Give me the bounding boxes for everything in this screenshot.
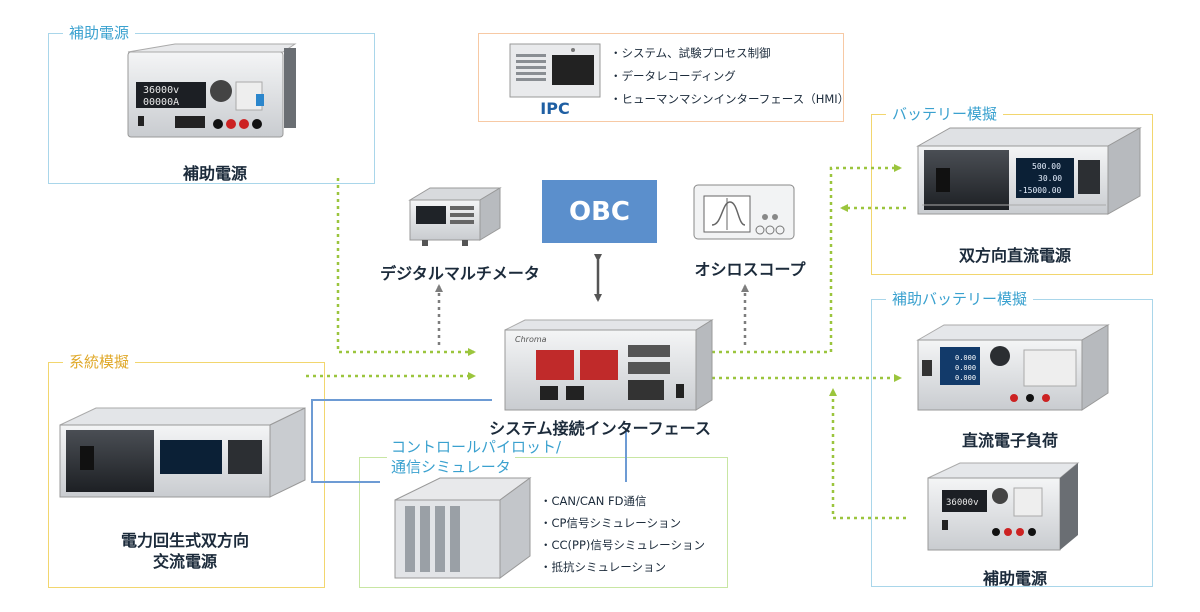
- controller-bullet: ・CC(PP)信号シミュレーション: [540, 538, 705, 552]
- dmm-device: [408, 187, 502, 246]
- aux-power-top-box-title: 補助電源: [63, 23, 136, 43]
- dc-load-device: [916, 324, 1110, 411]
- aux-power-top-box: 補助電源: [48, 23, 375, 184]
- controller-box-title-line2: 通信シミュレータ: [387, 456, 515, 477]
- aux-power-top-device: [127, 43, 297, 138]
- aux-battery-sim-box-title: 補助バッテリー模擬: [886, 289, 1034, 309]
- dc-load-label: 直流電子負荷: [961, 431, 1058, 450]
- battery-reading-2: 30.00: [1038, 174, 1062, 183]
- aux-battery-sim-box: 補助バッテリー模擬: [871, 289, 1153, 587]
- battery-reading-3: -15000.00: [1018, 186, 1062, 195]
- obc-block: OBC: [542, 180, 657, 243]
- grid-sim-label-line1: 電力回生式双方向: [120, 531, 249, 550]
- ipc-bullet: ・データレコーディング: [610, 69, 736, 83]
- battery-sim-box: バッテリー模擬: [871, 104, 1153, 275]
- ac-power-device: [59, 407, 306, 498]
- system-interface-label: システム接続インターフェース: [489, 419, 711, 438]
- aux-bottom-to-interface-arrow: [829, 388, 906, 520]
- grid-sim-box: 系統模擬: [48, 352, 325, 588]
- load-reading-2: 0.000: [955, 364, 976, 372]
- system-interface-device: [504, 319, 714, 411]
- aux-bottom-display: 36000v: [946, 498, 979, 508]
- load-reading-1: 0.000: [955, 354, 976, 362]
- dmm-label: デジタルマルチメータ: [380, 264, 540, 283]
- system-interface-brand: Chroma: [515, 335, 547, 344]
- aux-top-to-interface-arrow: [336, 178, 476, 356]
- oscilloscope-device: [693, 184, 795, 240]
- ipc-bullet: ・ヒューマンマシンインターフェース（HMI）: [610, 92, 850, 106]
- aux-power-bottom-label: 補助電源: [982, 569, 1047, 588]
- controller-bullet: ・CP信号シミュレーション: [540, 516, 682, 530]
- ipc-bullet: ・システム、試験プロセス制御: [610, 46, 771, 60]
- aux-top-display-1: 36000v: [143, 85, 179, 96]
- grid-sim-label-line2: 交流電源: [152, 552, 217, 571]
- battery-sim-box-title: バッテリー模擬: [886, 104, 1004, 124]
- controller-bullets: ・CAN/CAN FD通信 ・CP信号シミュレーション ・CC(PP)信号シミュ…: [540, 490, 705, 578]
- bidirectional-dc-device: [916, 127, 1142, 215]
- load-reading-3: 0.000: [955, 374, 976, 382]
- controller-bullet: ・抵抗シミュレーション: [540, 560, 667, 574]
- green-arrows: [306, 164, 906, 520]
- oscilloscope-label: オシロスコープ: [694, 260, 806, 279]
- aux-top-display-2: 00000A: [143, 97, 179, 108]
- aux-power-top-label: 補助電源: [182, 164, 247, 183]
- ipc-bullets: ・システム、試験プロセス制御 ・データレコーディング ・ヒューマンマシンインター…: [610, 42, 849, 111]
- battery-sim-label: 双方向直流電源: [958, 246, 1071, 265]
- aux-power-bottom-device: [927, 462, 1080, 551]
- controller-box-title-line1: コントロールパイロット/: [387, 436, 566, 457]
- controller-bullet: ・CAN/CAN FD通信: [540, 494, 647, 508]
- interface-controller-line: [311, 399, 627, 483]
- controller-box: [359, 457, 728, 588]
- grid-sim-box-title: 系統模擬: [63, 352, 136, 372]
- controller-device: [394, 477, 532, 579]
- battery-reading-1: 500.00: [1032, 162, 1061, 171]
- interface-to-battery-arrow: [712, 164, 902, 354]
- ipc-label: IPC: [540, 99, 570, 118]
- ipc-device: [509, 43, 601, 98]
- ipc-box: [478, 33, 844, 122]
